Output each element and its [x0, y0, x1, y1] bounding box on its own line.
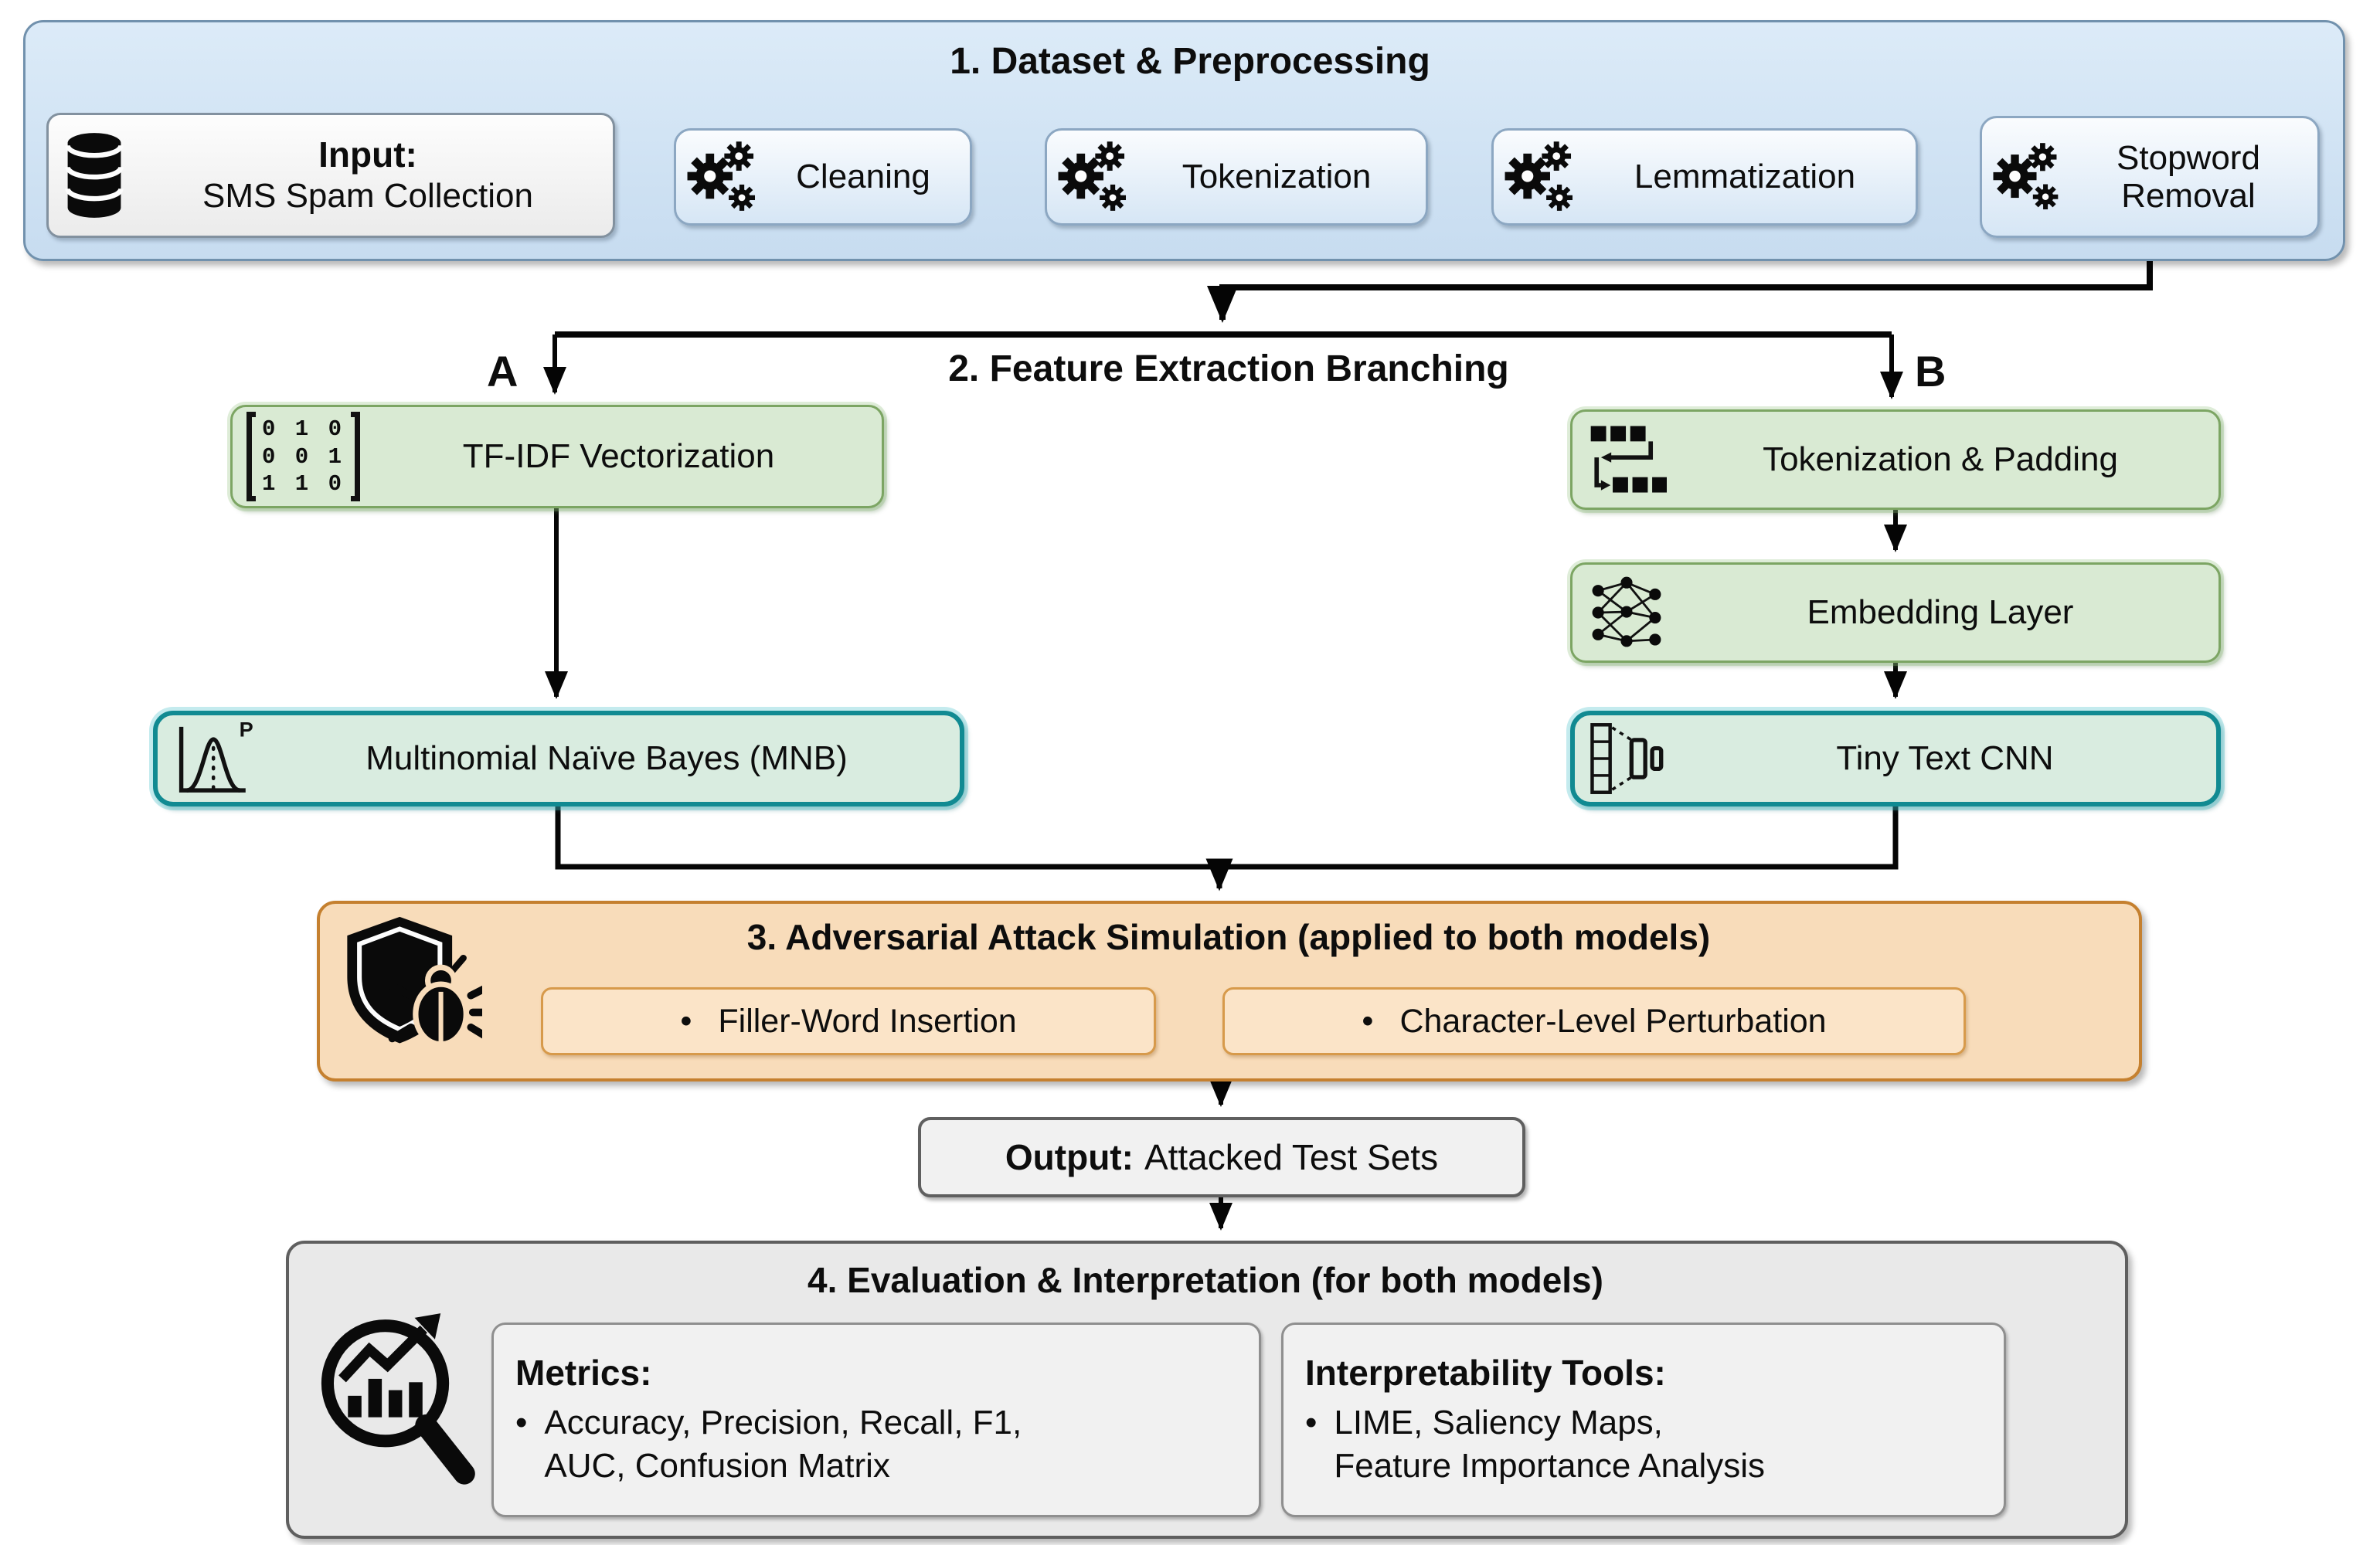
stage4-title: 4. Evaluation & Interpretation (for both… — [808, 1260, 1603, 1300]
metrics-items: Accuracy, Precision, Recall, F1, AUC, Co… — [544, 1403, 1022, 1485]
input-label: Input: — [318, 134, 417, 175]
interpretability-title: Interpretability Tools: — [1305, 1352, 1666, 1393]
stage3-title: 3. Adversarial Attack Simulation (applie… — [746, 917, 1711, 957]
node-multinomial-naive-bayes: P Multinomial Naïve Bayes (MNB) — [153, 711, 964, 806]
matrix-values: 0 1 0 0 0 1 1 1 0 — [262, 416, 345, 497]
bullet: • — [1305, 1403, 1318, 1441]
bullet: • — [680, 1002, 692, 1040]
matrix-icon: 0 1 0 0 0 1 1 1 0 — [246, 412, 361, 501]
attack-label: Filler-Word Insertion — [718, 1002, 1017, 1040]
attack-filler-word-insertion: • Filler-Word Insertion — [541, 987, 1156, 1055]
gears-icon — [1504, 140, 1579, 214]
interpretability-box: Interpretability Tools: • LIME, Saliency… — [1281, 1323, 2006, 1517]
input-dataset-text: Input: SMS Spam Collection — [135, 134, 600, 217]
node-tokenization: Tokenization — [1045, 128, 1428, 226]
metrics-title: Metrics: — [515, 1352, 652, 1393]
database-icon — [65, 133, 124, 218]
node-label: Tokenization & Padding — [1763, 440, 2118, 478]
neural-network-icon — [1592, 576, 1661, 647]
attack-label: Character-Level Perturbation — [1399, 1002, 1827, 1040]
stage1-title: 1. Dataset & Preprocessing — [950, 41, 1430, 82]
gears-icon — [687, 140, 761, 214]
cnn-layers-icon — [1590, 723, 1664, 794]
attack-character-level-perturbation: • Character-Level Perturbation — [1222, 987, 1966, 1055]
matrix-bracket-right — [351, 412, 361, 501]
matrix-bracket-left — [246, 412, 256, 501]
probability-curve-icon: P — [178, 718, 253, 793]
output-label: Output: — [1005, 1137, 1134, 1177]
node-input-dataset: Input: SMS Spam Collection — [46, 113, 615, 238]
interpretability-items: LIME, Saliency Maps, Feature Importance … — [1334, 1403, 1766, 1485]
node-output-attacked-test-sets: Output: Attacked Test Sets — [918, 1117, 1525, 1197]
p-label: P — [240, 718, 253, 742]
step-label: Lemmatization — [1634, 158, 1856, 196]
node-tokenization-padding: Tokenization & Padding — [1570, 409, 2221, 510]
node-label: Multinomial Naïve Bayes (MNB) — [366, 739, 848, 777]
node-label: TF-IDF Vectorization — [462, 437, 775, 475]
stage2-title: 2. Feature Extraction Branching — [948, 348, 1509, 389]
shield-bug-icon — [347, 916, 482, 1048]
step-label: Stopword Removal — [2116, 138, 2260, 215]
bullet: • — [1362, 1002, 1374, 1040]
branch-a-label: A — [487, 347, 518, 396]
node-stopword-removal: Stopword Removal — [1980, 116, 2320, 238]
node-tfidf-vectorization: 0 1 0 0 0 1 1 1 0 TF-IDF Vectorization — [230, 405, 884, 508]
node-tiny-text-cnn: Tiny Text CNN — [1570, 711, 2221, 806]
sequence-padding-icon — [1590, 426, 1667, 493]
gears-icon — [1058, 140, 1132, 214]
gears-icon — [1993, 141, 2064, 212]
metrics-box: Metrics: • Accuracy, Precision, Recall, … — [491, 1323, 1261, 1517]
node-lemmatization: Lemmatization — [1491, 128, 1918, 226]
step-label: Cleaning — [796, 158, 930, 196]
node-embedding-layer: Embedding Layer — [1570, 562, 2221, 663]
output-value: Attacked Test Sets — [1144, 1137, 1439, 1177]
bullet: • — [515, 1403, 528, 1441]
branch-b-label: B — [1915, 347, 1946, 396]
node-label: Embedding Layer — [1807, 593, 2074, 631]
input-value: SMS Spam Collection — [202, 177, 533, 216]
chart-magnifier-icon — [321, 1313, 475, 1485]
step-label: Tokenization — [1182, 158, 1372, 196]
node-label: Tiny Text CNN — [1836, 739, 2054, 777]
node-cleaning: Cleaning — [674, 128, 972, 226]
